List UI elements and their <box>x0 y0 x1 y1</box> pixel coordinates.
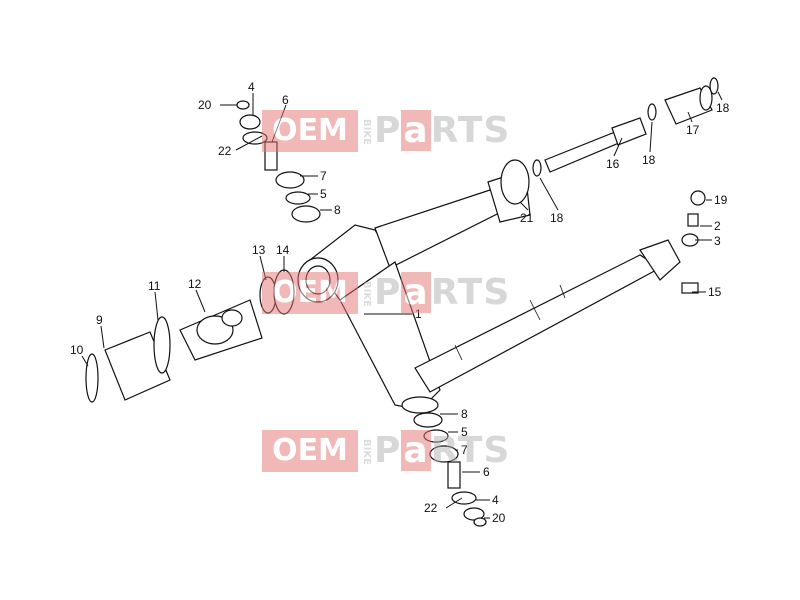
bushing <box>664 85 713 125</box>
callout-16: 16 <box>606 157 620 171</box>
right-side-fittings <box>681 190 706 294</box>
callout-20-upper: 20 <box>198 98 212 112</box>
callout-2: 2 <box>714 219 721 233</box>
circlip <box>709 77 719 95</box>
callout-11: 11 <box>148 279 161 293</box>
callout-9: 9 <box>96 313 103 327</box>
callout-18-left: 18 <box>550 211 564 225</box>
watermark: OEM BIKE PaRTS <box>262 272 552 314</box>
callout-5-upper: 5 <box>320 187 327 201</box>
watermark: OEM BIKE PaRTS <box>262 430 552 472</box>
callout-21: 21 <box>520 211 534 225</box>
callout-8-lower: 8 <box>461 407 468 421</box>
callout-20-lower: 20 <box>492 511 506 525</box>
callout-7-lower: 7 <box>461 443 468 457</box>
leader-lines <box>81 91 723 519</box>
callout-15: 15 <box>708 285 722 299</box>
circlip <box>647 103 657 121</box>
callout-18-middle: 18 <box>642 153 656 167</box>
callout-13: 13 <box>252 243 266 257</box>
callout-22-upper: 22 <box>218 144 232 158</box>
circlip <box>532 159 542 177</box>
callout-19: 19 <box>714 193 728 207</box>
rubber-boot <box>85 316 171 403</box>
callout-6-upper: 6 <box>282 93 289 107</box>
callout-6-lower: 6 <box>483 465 490 479</box>
callout-5-lower: 5 <box>461 425 468 439</box>
drive-shaft <box>544 117 647 173</box>
callout-3: 3 <box>714 234 721 248</box>
callout-10: 10 <box>70 343 84 357</box>
callout-labels: 1 2 3 4 4 5 5 6 6 7 7 8 8 9 10 11 12 13 … <box>70 80 730 525</box>
callout-4-lower: 4 <box>492 493 499 507</box>
callout-14: 14 <box>276 243 290 257</box>
callout-4-upper: 4 <box>248 80 255 94</box>
callout-1: 1 <box>415 307 422 321</box>
callout-22-lower: 22 <box>424 501 438 515</box>
callout-7-upper: 7 <box>320 169 327 183</box>
callout-12: 12 <box>188 277 202 291</box>
callout-8-upper: 8 <box>334 203 341 217</box>
callout-17: 17 <box>686 123 700 137</box>
callout-18-right: 18 <box>716 101 730 115</box>
watermark: OEM BIKE PaRTS <box>262 110 552 152</box>
gasket <box>500 159 530 205</box>
